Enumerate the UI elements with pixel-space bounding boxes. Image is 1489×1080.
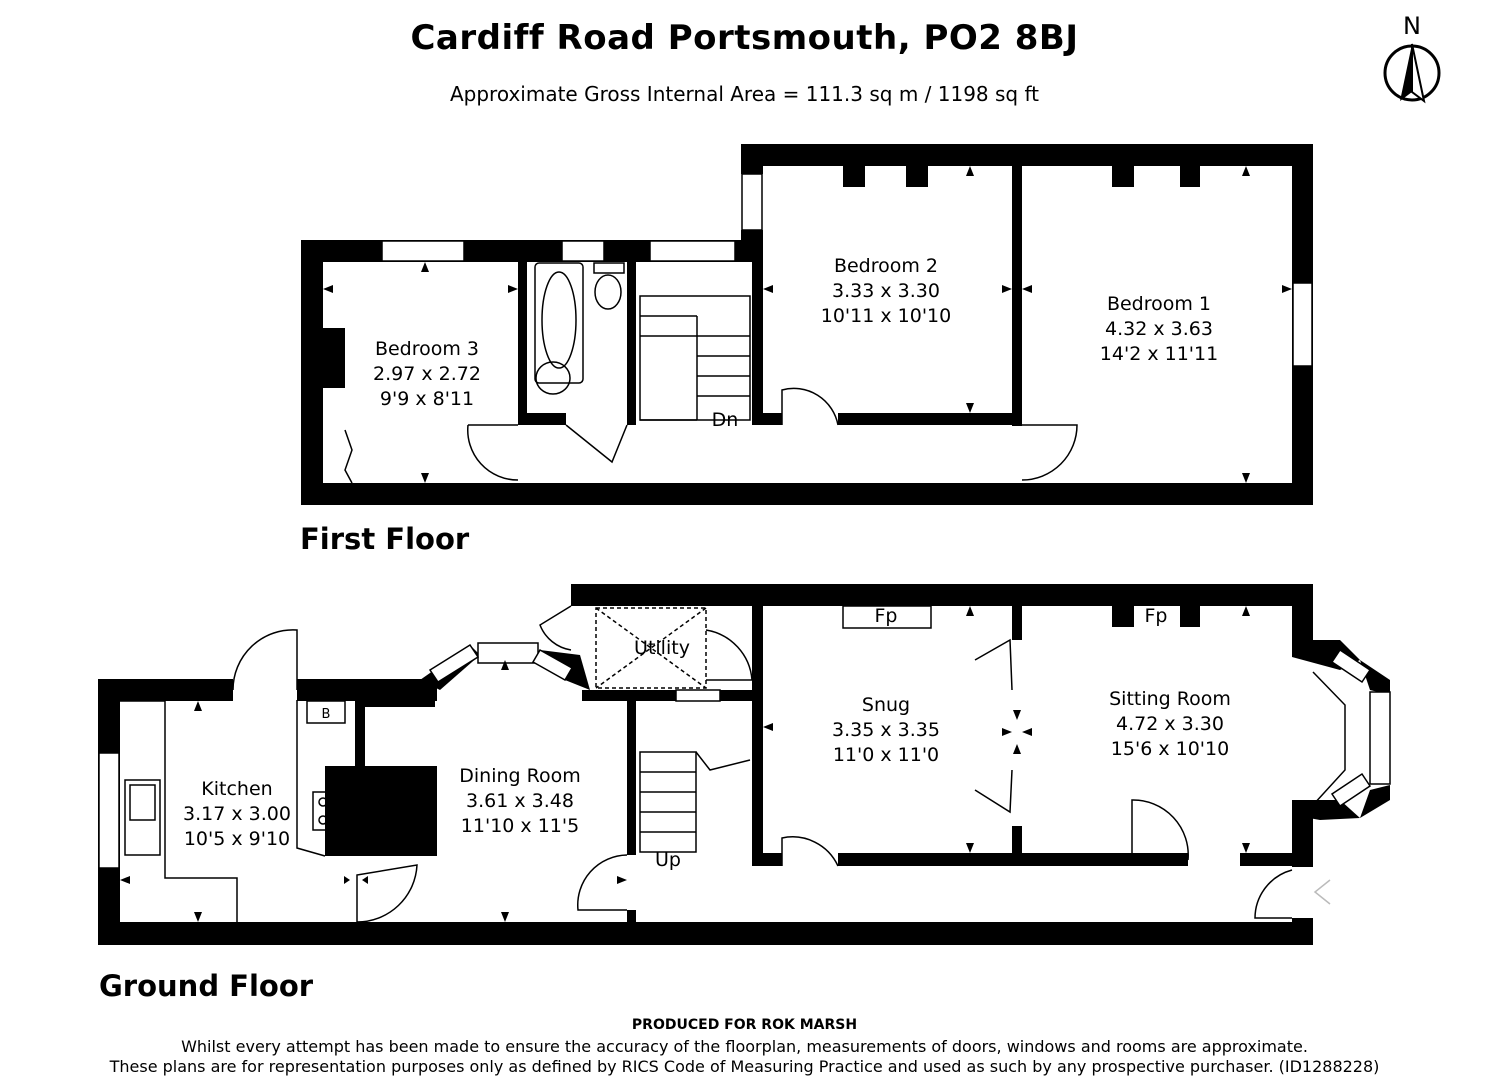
- bedroom3-metric: 2.97 x 2.72: [373, 363, 481, 385]
- boiler-label: B: [322, 707, 331, 722]
- produced-for: PRODUCED FOR ROK MARSH: [631, 1017, 858, 1033]
- dining-name: Dining Room: [459, 765, 580, 787]
- sitting-imperial: 15'6 x 10'10: [1111, 738, 1229, 760]
- disclaimer-line-2: These plans are for representation purpo…: [109, 1057, 1380, 1076]
- kitchen-name: Kitchen: [201, 778, 272, 800]
- kitchen-metric: 3.17 x 3.00: [183, 803, 291, 825]
- disclaimer-line-1: Whilst every attempt has been made to en…: [181, 1037, 1308, 1056]
- ground-floor-label: Ground Floor: [99, 969, 314, 1003]
- ground-floor-arrows: [120, 606, 1250, 922]
- sitting-metric: 4.72 x 3.30: [1116, 713, 1224, 735]
- bedroom1-metric: 4.32 x 3.63: [1105, 318, 1213, 340]
- first-floor-arrows: [323, 166, 1292, 483]
- gross-area: Approximate Gross Internal Area = 111.3 …: [449, 82, 1040, 106]
- snug-fireplace-label: Fp: [875, 605, 898, 627]
- first-floor-label: First Floor: [300, 522, 470, 556]
- utility-name: Utility: [634, 637, 690, 659]
- dining-metric: 3.61 x 3.48: [466, 790, 574, 812]
- bedroom2-name: Bedroom 2: [834, 255, 938, 277]
- sitting-fireplace-label: Fp: [1145, 605, 1168, 627]
- sitting-name: Sitting Room: [1109, 688, 1231, 710]
- compass-icon: N: [1383, 12, 1441, 104]
- snug-name: Snug: [862, 694, 910, 716]
- plan-title: Cardiff Road Portsmouth, PO2 8BJ: [410, 18, 1079, 58]
- ground-floor-walls: [98, 584, 1390, 945]
- first-floor-windows: [381, 173, 1313, 367]
- bedroom2-metric: 3.33 x 3.30: [832, 280, 940, 302]
- bedroom1-imperial: 14'2 x 11'11: [1100, 343, 1218, 365]
- ground-floor-windows: [98, 642, 1391, 869]
- first-floor-fixtures: [344, 262, 1078, 484]
- ground-floor-fixtures: [120, 605, 1346, 923]
- first-floor-stairs-label: Dn: [712, 409, 739, 431]
- bedroom3-name: Bedroom 3: [375, 338, 479, 360]
- ground-floor-stairs-label: Up: [655, 849, 681, 871]
- snug-metric: 3.35 x 3.35: [832, 719, 940, 741]
- first-floor-walls: [301, 144, 1313, 505]
- bedroom2-imperial: 10'11 x 10'10: [821, 305, 951, 327]
- bedroom3-imperial: 9'9 x 8'11: [380, 388, 474, 410]
- snug-imperial: 11'0 x 11'0: [833, 744, 939, 766]
- dining-imperial: 11'10 x 11'5: [461, 815, 579, 837]
- kitchen-imperial: 10'5 x 9'10: [184, 828, 290, 850]
- compass-north-label: N: [1403, 12, 1421, 40]
- bedroom1-name: Bedroom 1: [1107, 293, 1211, 315]
